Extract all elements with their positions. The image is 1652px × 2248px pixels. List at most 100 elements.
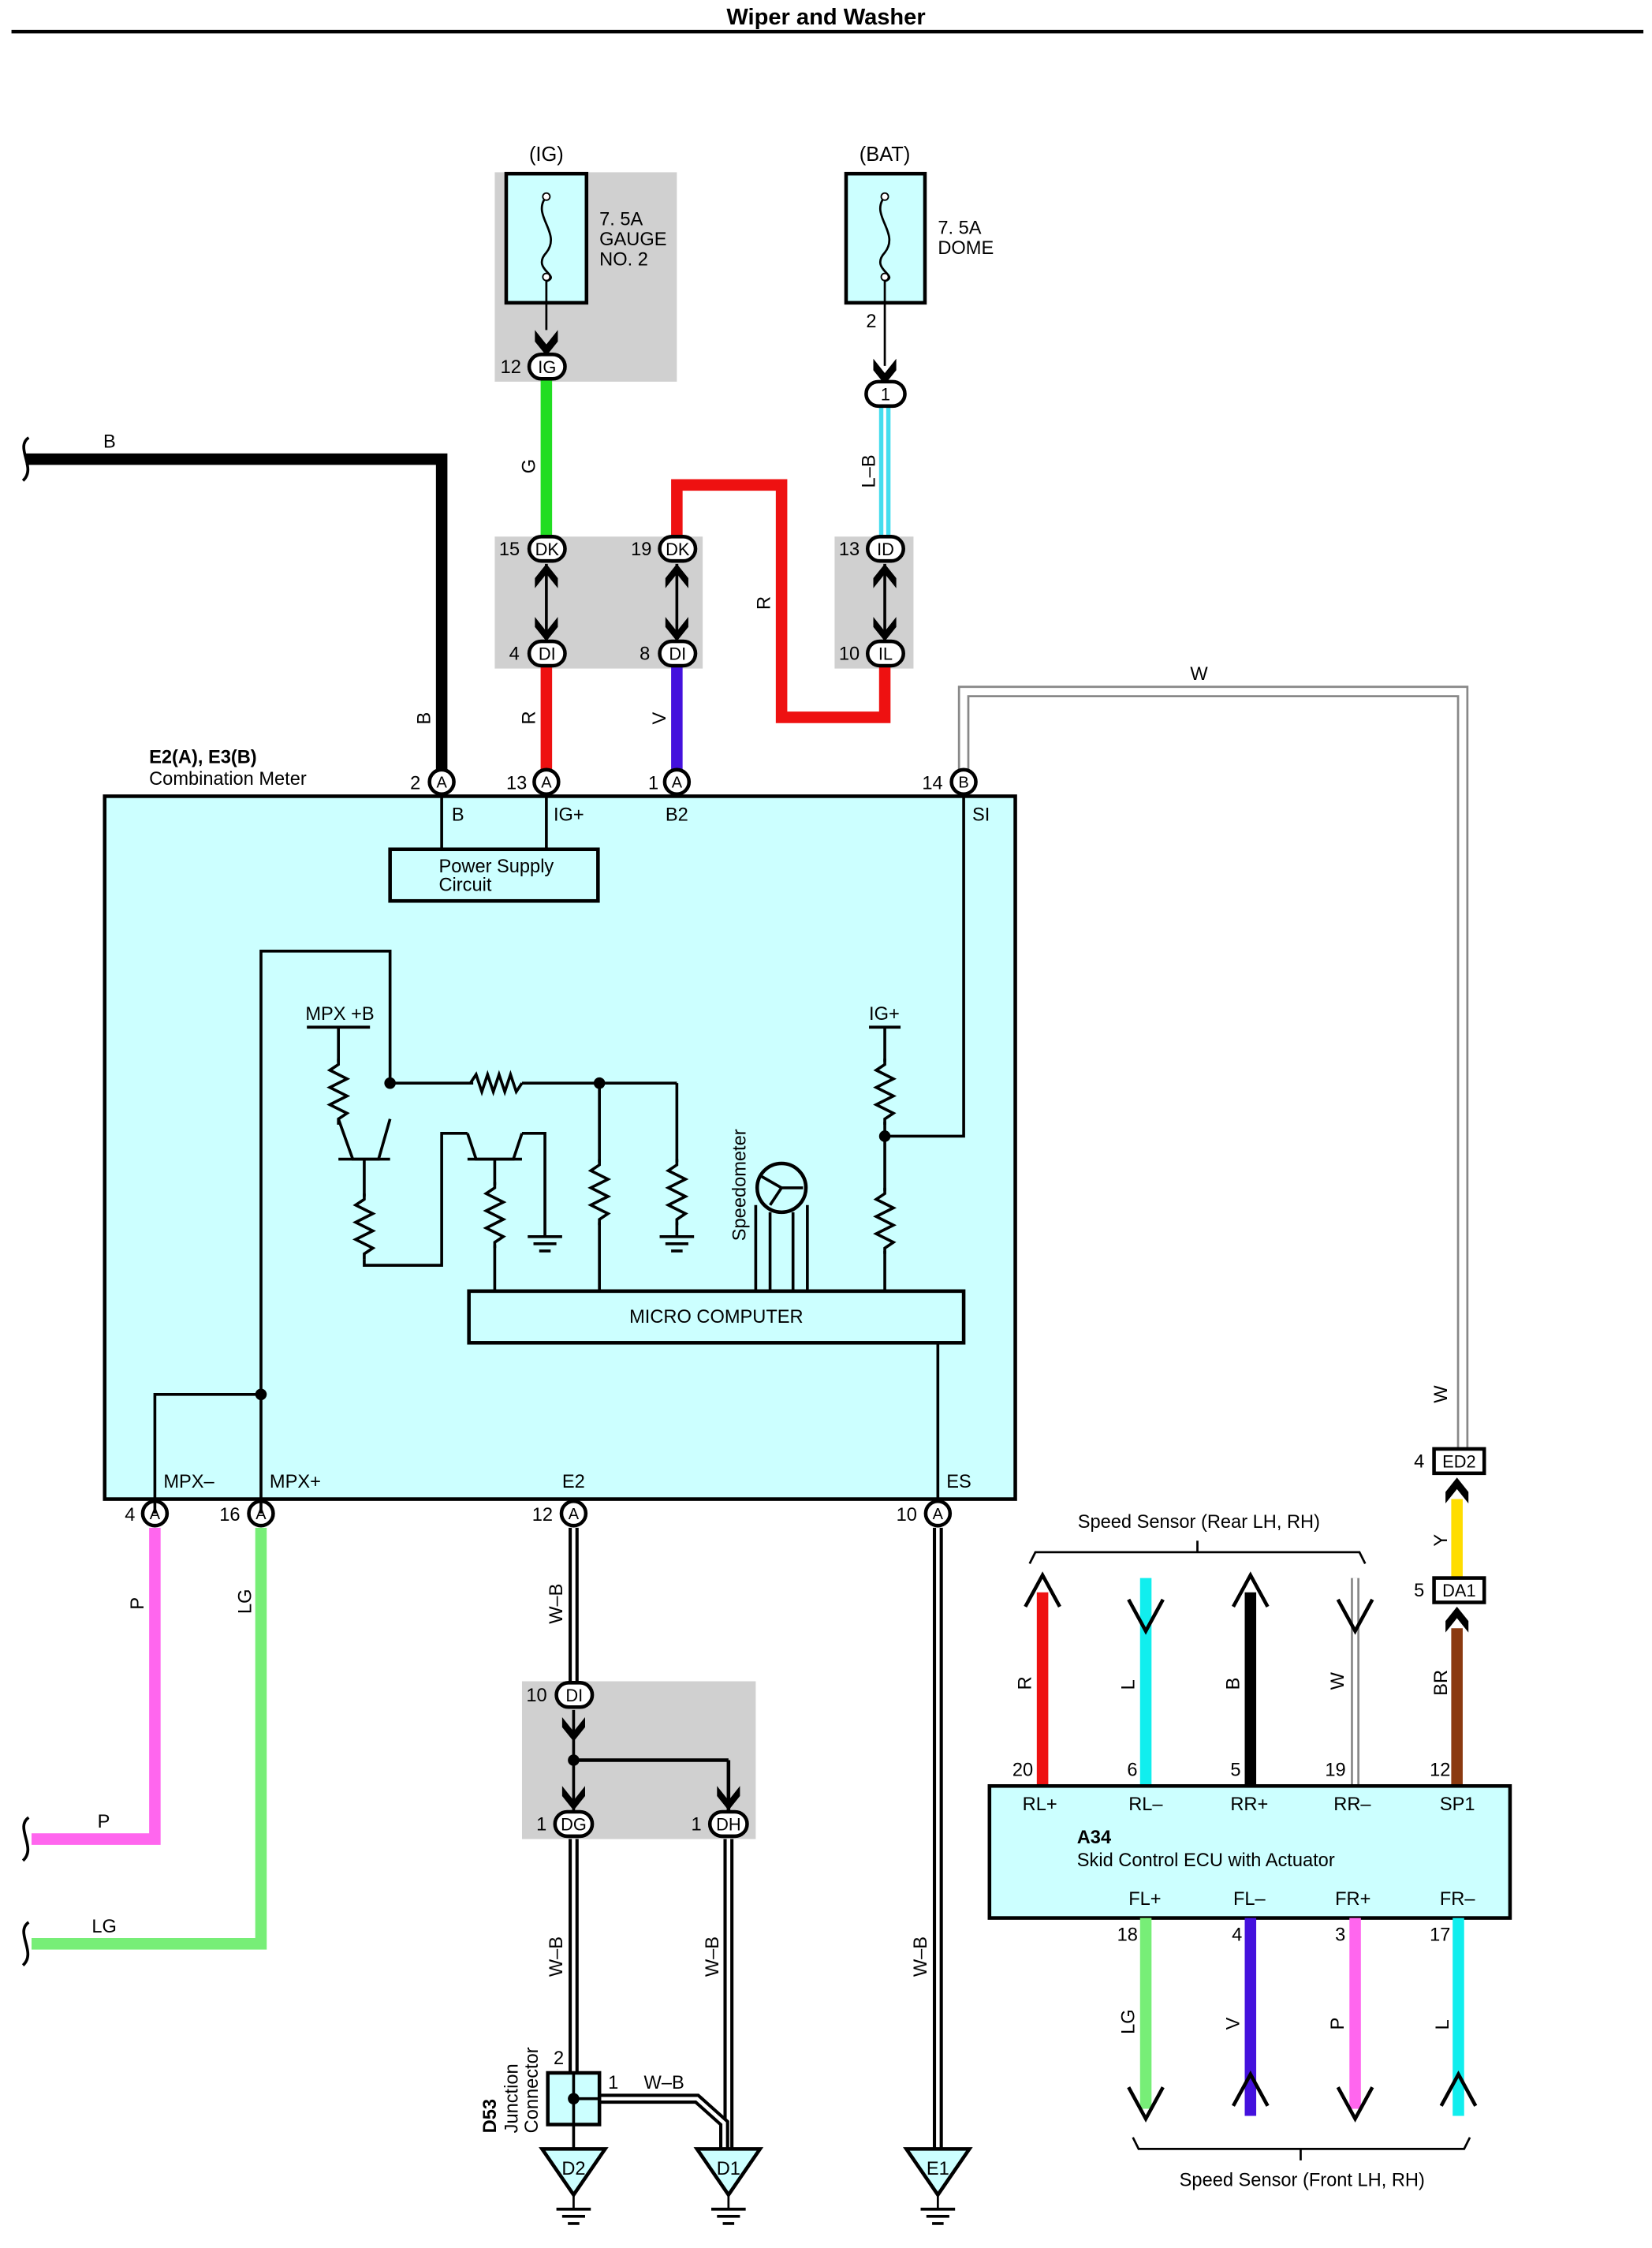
svg-text:W–B: W–B — [644, 2073, 684, 2093]
wire-w-inner — [960, 688, 1467, 1449]
svg-text:B: B — [958, 775, 968, 792]
meter-bottom-terminals: A A A A 4 16 12 10 — [125, 1499, 953, 1528]
fuse-dome-name: DOME — [938, 238, 994, 259]
svg-text:A: A — [933, 1506, 944, 1523]
svg-text:E2: E2 — [562, 1472, 585, 1492]
conn-dh-1: DH 1 — [692, 1809, 749, 1839]
svg-text:2: 2 — [410, 773, 420, 794]
fuse-gauge: (IG) 7. 5A GAUGE NO. 2 — [504, 144, 667, 330]
wire-labels: B G B R V R L–B W W Y BR P LG P LG W–B W… — [91, 432, 1452, 2093]
svg-text:19: 19 — [631, 540, 651, 560]
svg-text:L: L — [1118, 1679, 1139, 1690]
svg-text:W–B: W–B — [546, 1936, 567, 1977]
svg-text:RR–: RR– — [1333, 1794, 1371, 1815]
svg-text:P: P — [98, 1812, 110, 1832]
svg-text:1: 1 — [881, 385, 890, 405]
rear-sensor-label: Speed Sensor (Rear LH, RH) — [1078, 1512, 1320, 1533]
svg-text:B: B — [452, 805, 464, 825]
svg-text:17: 17 — [1430, 1925, 1450, 1946]
svg-text:V: V — [650, 712, 670, 725]
svg-text:B: B — [103, 432, 116, 453]
svg-text:FL–: FL– — [1233, 1889, 1266, 1910]
conn-di-8: DI 8 — [640, 639, 698, 668]
svg-text:R: R — [1016, 1676, 1036, 1690]
ig-source-label: (IG) — [529, 144, 564, 166]
svg-text:12: 12 — [501, 357, 521, 378]
svg-text:8: 8 — [640, 644, 650, 665]
svg-text:B2: B2 — [666, 805, 688, 825]
svg-text:19: 19 — [1325, 1761, 1345, 1781]
connector-pills: IG 12 1 DK 15 DK 19 ID 13 DI 4 D — [499, 353, 907, 1839]
mpx-b-label: MPX +B — [305, 1004, 374, 1025]
wire-b — [25, 453, 448, 782]
svg-text:A: A — [255, 1506, 267, 1523]
svg-text:ED2: ED2 — [1442, 1452, 1475, 1472]
break-marks — [21, 436, 30, 1966]
svg-text:MPX–: MPX– — [163, 1472, 214, 1492]
svg-text:DI: DI — [565, 1686, 583, 1705]
wire-wb-junc-i — [599, 2097, 726, 2149]
svg-text:W–B: W–B — [911, 1936, 931, 1977]
svg-text:1: 1 — [648, 773, 658, 794]
svg-text:14: 14 — [922, 773, 942, 794]
junction-connector-d53: 2 1 D53 Junction Connector — [480, 2047, 618, 2149]
svg-text:DK: DK — [666, 540, 690, 559]
svg-text:LG: LG — [1118, 2009, 1139, 2034]
svg-text:B: B — [415, 712, 435, 725]
svg-text:Junction: Junction — [502, 2063, 523, 2133]
svg-text:D1: D1 — [717, 2159, 740, 2179]
svg-text:L: L — [1433, 2019, 1453, 2030]
meter-top-terminals: A A A B 2 13 1 14 — [410, 767, 978, 797]
svg-text:W: W — [1328, 1671, 1348, 1690]
svg-text:ES: ES — [946, 1472, 971, 1492]
svg-text:A34: A34 — [1077, 1828, 1112, 1848]
ground-e1: E1 — [903, 2147, 973, 2225]
svg-text:13: 13 — [506, 773, 527, 794]
svg-text:V: V — [1223, 2017, 1244, 2030]
svg-text:IG+: IG+ — [554, 805, 584, 825]
meter-body — [103, 794, 1017, 1501]
svg-text:15: 15 — [499, 540, 520, 560]
connector-guide-lines — [545, 563, 886, 1811]
conn-di-10: DI 10 — [526, 1681, 595, 1709]
svg-text:G: G — [519, 459, 539, 473]
svg-text:P: P — [1328, 2018, 1348, 2030]
svg-text:16: 16 — [219, 1505, 240, 1525]
meter-id: E2(A), E3(B) — [149, 748, 257, 768]
conn-dk-15: DK 15 — [499, 535, 567, 563]
fuse-gauge-name: GAUGE — [599, 230, 666, 250]
svg-text:Circuit: Circuit — [438, 875, 491, 895]
svg-text:5: 5 — [1414, 1581, 1424, 1601]
fuse-gauge-rating: 7. 5A — [599, 210, 643, 230]
svg-text:W: W — [1431, 1385, 1452, 1403]
wire-p — [32, 1527, 161, 1845]
ground-d2: D2 — [539, 2147, 609, 2225]
svg-text:L–B: L–B — [859, 454, 879, 487]
svg-text:DG: DG — [561, 1815, 587, 1835]
speedometer-gauge: Speedometer — [730, 1129, 809, 1291]
svg-text:4: 4 — [509, 644, 520, 665]
svg-text:1: 1 — [536, 1815, 546, 1835]
front-speed-sensor-wires: Speed Sensor (Front LH, RH) — [1127, 1918, 1478, 2191]
svg-text:DI: DI — [669, 644, 686, 664]
svg-text:12: 12 — [1430, 1761, 1450, 1781]
svg-text:Skid Control ECU with Actuator: Skid Control ECU with Actuator — [1077, 1850, 1335, 1871]
svg-text:DK: DK — [535, 540, 560, 559]
fuse-gauge-number: NO. 2 — [599, 250, 648, 271]
skid-control-ecu: A34 Skid Control ECU with Actuator RL+ R… — [987, 1761, 1512, 1946]
pin-dome-2: 2 — [866, 312, 876, 332]
svg-text:RR+: RR+ — [1230, 1794, 1268, 1815]
wires — [25, 380, 1469, 2149]
rear-speed-sensor-wires: Speed Sensor (Rear LH, RH) — [1024, 1512, 1374, 1787]
svg-text:W: W — [1190, 664, 1208, 685]
svg-text:W–B: W–B — [703, 1936, 723, 1977]
svg-text:RL–: RL– — [1128, 1794, 1163, 1815]
svg-text:4: 4 — [125, 1505, 135, 1525]
svg-text:A: A — [569, 1506, 580, 1523]
conn-dg-1: DG 1 — [536, 1809, 595, 1839]
svg-text:A: A — [672, 775, 683, 792]
svg-text:Y: Y — [1431, 1534, 1452, 1547]
svg-text:R: R — [755, 596, 775, 610]
conn-di-4: DI 4 — [509, 639, 567, 668]
